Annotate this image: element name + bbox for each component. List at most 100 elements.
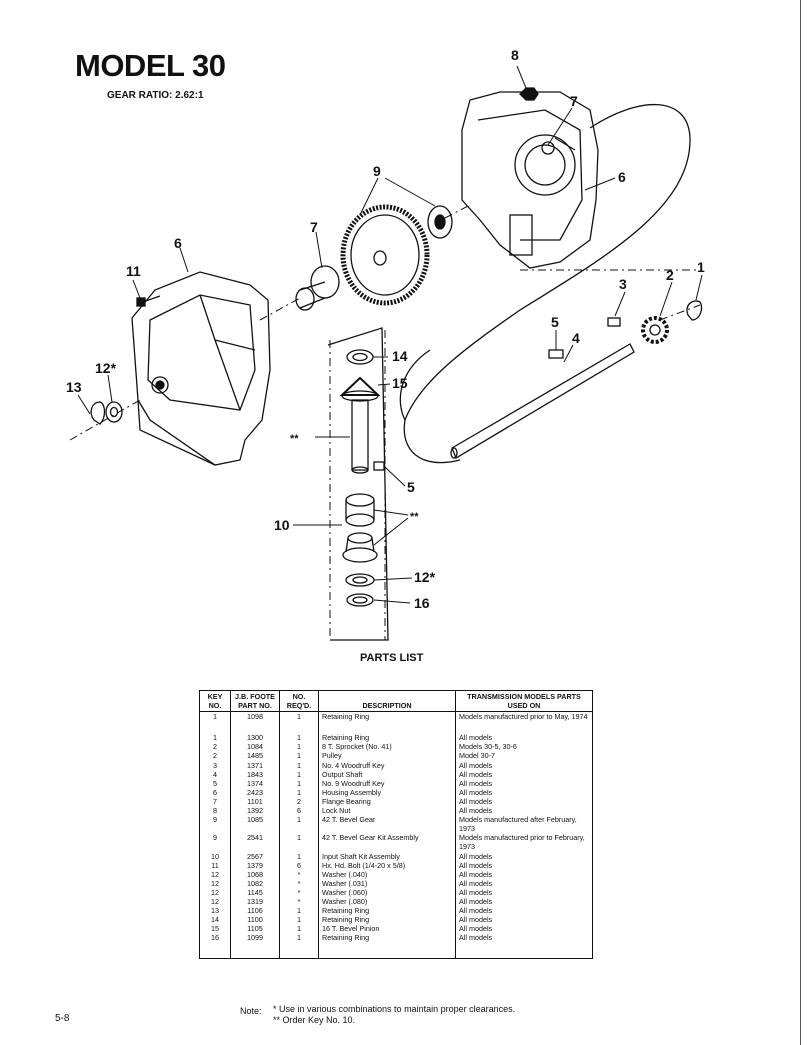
- callout-2: 2: [666, 267, 674, 283]
- cell-part: 1843: [230, 769, 280, 779]
- sprocket-8t: [641, 316, 669, 344]
- cell-part: 1068: [230, 869, 280, 879]
- cell-part: 1100: [230, 915, 280, 925]
- washer-left: [105, 401, 123, 423]
- spacer-cell: [230, 721, 280, 734]
- cell-req: 1: [279, 815, 319, 834]
- cell-models: Models 30-5, 30-6: [455, 742, 593, 752]
- cell-models: All models: [455, 733, 593, 743]
- cell-key: 1: [199, 733, 231, 743]
- cell-models: Models manufactured prior to February, 1…: [455, 833, 593, 852]
- cell-req: 1: [279, 933, 319, 960]
- cell-desc: 8 T. Sprocket (No. 41): [318, 742, 456, 752]
- cell-key: 12: [199, 896, 231, 907]
- cell-req: 1: [279, 769, 319, 779]
- cell-models: All models: [455, 806, 593, 816]
- woodruff-key-4: [607, 317, 621, 327]
- cell-key: 12: [199, 887, 231, 897]
- cell-models: All models: [455, 933, 593, 960]
- note-label: Note:: [240, 1006, 262, 1016]
- col-models: TRANSMISSION MODELS PARTS USED ON: [455, 689, 593, 713]
- spacer-cell: [199, 721, 231, 734]
- woodruff-key-input: [373, 461, 385, 471]
- cell-desc: No. 4 Woodruff Key: [318, 760, 456, 770]
- cell-part: 1082: [230, 878, 280, 888]
- cell-part: 1145: [230, 887, 280, 897]
- cell-key: 16: [199, 933, 231, 960]
- cell-models: All models: [455, 787, 593, 797]
- cell-key: 2: [199, 742, 231, 752]
- cell-part: 1105: [230, 924, 280, 934]
- cell-part: 1084: [230, 742, 280, 752]
- cell-req: 1: [279, 733, 319, 743]
- cell-req: 6: [279, 860, 319, 870]
- callout-16: 16: [414, 595, 430, 611]
- callout-13: 13: [66, 379, 82, 395]
- callout-12-left: 12*: [95, 360, 117, 376]
- cell-desc: Input Shaft Kit Assembly: [318, 851, 456, 861]
- note-line-1: * Use in various combinations to maintai…: [273, 1004, 516, 1014]
- cell-models: All models: [455, 869, 593, 879]
- callout-15: 15: [392, 375, 408, 391]
- cell-part: 1085: [230, 815, 280, 834]
- cell-desc: Housing Assembly: [318, 787, 456, 797]
- cell-part: 1101: [230, 796, 280, 807]
- cell-desc: Flange Bearing: [318, 796, 456, 807]
- cell-desc: Hx. Hd. Bolt (1/4-20 x 5/8): [318, 860, 456, 870]
- page-margin-line: [800, 0, 801, 1045]
- col-part-no: J.B. FOOTE PART NO.: [230, 689, 280, 713]
- cell-desc: Retaining Ring: [318, 915, 456, 925]
- cell-key: 10: [199, 851, 231, 861]
- callout-7-lower: 7: [310, 219, 318, 235]
- housing-right: [461, 91, 599, 269]
- cell-models: All models: [455, 796, 593, 807]
- col-description: DESCRIPTION: [318, 689, 456, 713]
- cell-req: *: [279, 896, 319, 907]
- cell-req: 1: [279, 851, 319, 861]
- cell-key: 6: [199, 787, 231, 797]
- cell-key: 13: [199, 906, 231, 916]
- callout-14: 14: [392, 348, 408, 364]
- cell-part: 2423: [230, 787, 280, 797]
- lock-nut: [519, 87, 539, 101]
- spacer-cell: [279, 721, 319, 734]
- callout-8: 8: [511, 47, 519, 63]
- cell-models: All models: [455, 778, 593, 788]
- retaining-ring-right: [686, 300, 703, 321]
- cell-models: All models: [455, 878, 593, 888]
- cell-req: *: [279, 887, 319, 897]
- cell-key: 1: [199, 711, 231, 722]
- cell-part: 1300: [230, 733, 280, 743]
- cell-models: Models manufactured after February, 1973: [455, 815, 593, 834]
- cell-desc: Retaining Ring: [318, 906, 456, 916]
- callout-9: 9: [373, 163, 381, 179]
- cell-desc: 16 T. Bevel Pinion: [318, 924, 456, 934]
- cell-req: 1: [279, 787, 319, 797]
- cell-req: 1: [279, 906, 319, 916]
- retaining-ring-14: [346, 349, 374, 365]
- cell-key: 9: [199, 833, 231, 852]
- cell-key: 14: [199, 915, 231, 925]
- woodruff-key-9: [548, 349, 564, 359]
- table-spacer-row: [199, 721, 593, 734]
- cell-models: All models: [455, 760, 593, 770]
- callout-double-star-upper: **: [290, 433, 299, 445]
- callout-6-left: 6: [174, 235, 182, 251]
- cell-key: 5: [199, 778, 231, 788]
- cell-models: All models: [455, 915, 593, 925]
- gear-spacer: [427, 205, 453, 239]
- parts-list-title: PARTS LIST: [360, 652, 424, 664]
- cell-req: 1: [279, 742, 319, 752]
- cell-desc: Washer (.060): [318, 887, 456, 897]
- cell-desc: Washer (.040): [318, 869, 456, 879]
- flange-bearing-lower: [342, 532, 378, 563]
- spacer-cell: [318, 721, 456, 734]
